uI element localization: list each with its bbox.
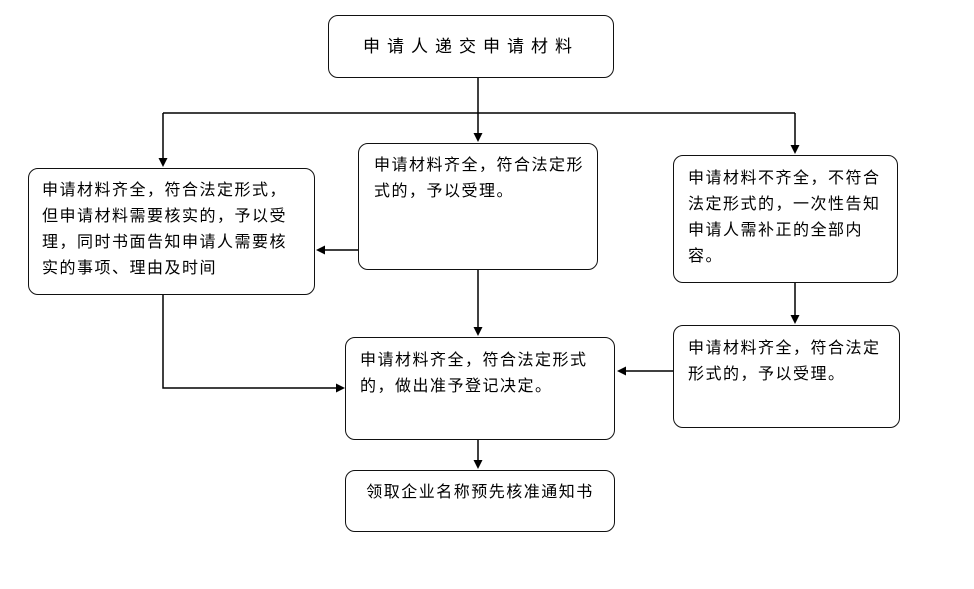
connector-decision-to-notice <box>473 440 483 469</box>
node-label-line: 申请材料齐全，符合法定形式 <box>360 352 588 369</box>
node-receive-notice: 领取企业名称预先核准通知书 <box>345 470 615 532</box>
connector-branch-to-incomplete <box>790 113 800 154</box>
node-submit-materials: 申请人递交申请材料 <box>328 15 614 78</box>
node-verify-accept: 申请材料齐全，符合法定形式， 但申请材料需要核实的，予以受 理，同时书面告知申请… <box>28 168 315 295</box>
node-label-line: 容。 <box>688 248 724 265</box>
node-label-line: 申请材料齐全，符合法定 <box>688 340 881 357</box>
node-label-line: 申请人需补正的全部内 <box>688 222 864 239</box>
node-label-line: 实的事项、理由及时间 <box>42 260 218 277</box>
node-label: 领取企业名称预先核准通知书 <box>366 484 594 501</box>
node-label: 申请人递交申请材料 <box>363 36 579 56</box>
node-label-line: 申请材料不齐全，不符合 <box>688 170 881 187</box>
arrowhead-down <box>473 133 483 142</box>
arrowhead-down <box>790 145 800 154</box>
node-label-line: 法定形式的，一次性告知 <box>688 196 881 213</box>
node-label-line: 式的，予以受理。 <box>374 183 515 200</box>
node-complete-accept: 申请材料齐全，符合法定形 式的，予以受理。 <box>358 143 598 270</box>
arrowhead-left <box>316 245 325 255</box>
node-supplemented-accept: 申请材料齐全，符合法定 形式的，予以受理。 <box>673 325 900 428</box>
arrowhead-left <box>617 366 626 376</box>
node-label-line: 申请材料齐全，符合法定形 <box>374 157 585 174</box>
connector-supplemented-to-decision <box>617 366 673 376</box>
node-label-line: 的，做出准予登记决定。 <box>360 378 553 395</box>
node-approval-decision: 申请材料齐全，符合法定形式 的，做出准予登记决定。 <box>345 337 615 440</box>
arrowhead-down <box>473 327 483 336</box>
node-incomplete-notify: 申请材料不齐全，不符合 法定形式的，一次性告知 申请人需补正的全部内 容。 <box>673 155 898 283</box>
node-label-line: 申请材料齐全，符合法定形式， <box>42 182 288 199</box>
node-label-line: 理，同时书面告知申请人需要核 <box>42 234 288 251</box>
node-label-line: 形式的，予以受理。 <box>688 366 846 383</box>
connector-complete-to-decision <box>473 270 483 336</box>
connector-branch-to-complete <box>473 113 483 142</box>
connector-verify-to-decision <box>162 295 345 393</box>
arrowhead-down <box>158 158 168 167</box>
arrowhead-right <box>336 383 345 393</box>
node-label-line: 但申请材料需要核实的，予以受 <box>42 208 288 225</box>
connector-branch-to-verify <box>158 113 168 167</box>
connector-complete-to-verify <box>316 245 358 255</box>
arrowhead-down <box>790 315 800 324</box>
arrowhead-down <box>473 460 483 469</box>
connector-incomplete-to-supplemented <box>790 283 800 324</box>
